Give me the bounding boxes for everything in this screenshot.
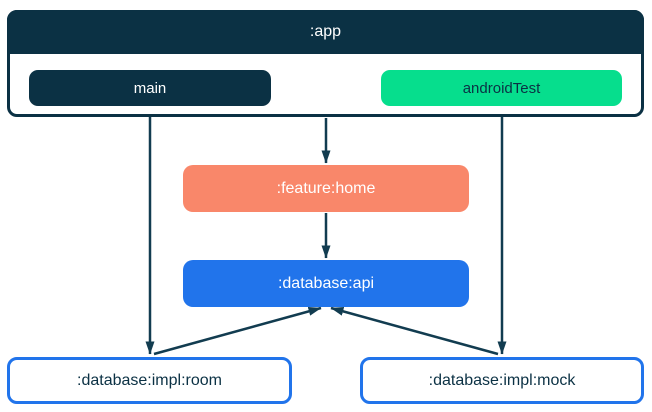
node-database-impl-mock: :database:impl:mock <box>360 357 644 404</box>
node-feature-home: :feature:home <box>183 165 469 212</box>
node-source-set-main: main <box>29 70 271 106</box>
node-main-label: main <box>133 79 167 97</box>
edge-impl-mock-to-database-api <box>330 306 499 356</box>
node-database-api-label: :database:api <box>277 274 375 292</box>
node-database-impl-room: :database:impl:room <box>7 357 292 404</box>
node-androidtest-label: androidTest <box>462 79 541 97</box>
node-database-api: :database:api <box>183 260 469 307</box>
node-app-header: :app <box>7 10 644 54</box>
node-database-impl-mock-label: :database:impl:mock <box>428 371 576 389</box>
edge-impl-room-to-database-api <box>153 306 322 356</box>
node-app-label: :app <box>309 23 342 40</box>
node-app: :app main androidTest <box>7 10 644 117</box>
node-database-impl-room-label: :database:impl:room <box>77 371 222 389</box>
node-feature-home-label: :feature:home <box>276 179 376 197</box>
node-source-set-androidtest: androidTest <box>381 70 622 106</box>
